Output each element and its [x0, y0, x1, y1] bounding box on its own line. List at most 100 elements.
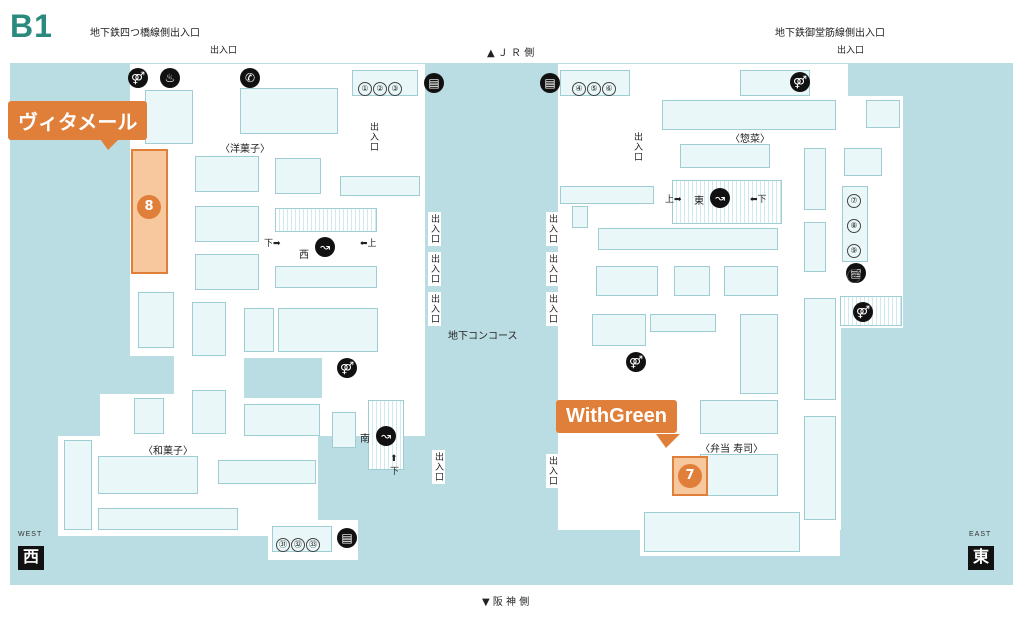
escalator-down-label: ⬅下 — [750, 195, 767, 205]
floor-label: B1 — [10, 8, 53, 44]
restroom-icon: ⚤ — [337, 358, 357, 378]
shop-block[interactable] — [332, 412, 356, 448]
exit-label-yotsubashi: 地下鉄四つ橋線側出入口 — [90, 28, 200, 39]
withgreen-pin[interactable]: 7 — [678, 464, 702, 488]
shop-block[interactable] — [134, 398, 164, 434]
shop-block[interactable] — [138, 292, 174, 348]
escalator-up-label: 上➡ — [665, 195, 682, 205]
hanshin-side-label: ▼ 阪 神 側 — [482, 597, 530, 608]
shop-block[interactable] — [244, 404, 320, 436]
shop-block[interactable] — [275, 266, 377, 288]
shop-block[interactable] — [596, 266, 658, 296]
shop-block[interactable] — [804, 298, 836, 400]
shop-block[interactable] — [700, 454, 778, 496]
shop-block[interactable] — [244, 308, 274, 352]
nursing-room-icon: ♨ — [160, 68, 180, 88]
east-english-label: EAST — [969, 531, 992, 538]
withgreen-callout[interactable]: WithGreen — [556, 400, 677, 433]
shop-block[interactable] — [866, 100, 900, 128]
exit-label: 出入口 — [546, 454, 559, 488]
exit-label: 出入口 — [631, 130, 644, 164]
shop-block[interactable] — [804, 416, 836, 520]
area-label-western-sweets: 〈洋菓子〉 — [220, 144, 270, 155]
elevator-number: ③ — [388, 82, 402, 96]
shop-block[interactable] — [195, 206, 259, 242]
area-label-japanese-sweets: 〈和菓子〉 — [143, 446, 193, 457]
shop-block[interactable] — [724, 266, 778, 296]
shop-block[interactable] — [218, 460, 316, 484]
shop-block[interactable] — [192, 390, 226, 434]
shop-block[interactable] — [98, 456, 198, 494]
shop-block[interactable] — [572, 206, 588, 228]
shop-block[interactable] — [680, 144, 770, 168]
exit-label: 出入口 — [428, 292, 441, 326]
escalator-west-label: 西 — [299, 250, 309, 261]
restroom-icon: ⚤ — [853, 302, 873, 322]
shop-block[interactable] — [195, 254, 259, 290]
shop-block[interactable] — [662, 100, 836, 130]
vitamail-pin[interactable]: 8 — [137, 195, 161, 219]
shop-block[interactable] — [195, 156, 259, 192]
elevator-number: ⑥ — [602, 82, 616, 96]
shop-block[interactable] — [598, 228, 778, 250]
elevator-icon: ▤ — [337, 528, 357, 548]
shop-block[interactable] — [192, 302, 226, 356]
area-label-deli: 〈惣菜〉 — [730, 134, 770, 145]
escalator-west-band — [275, 208, 377, 232]
exit-label: 出入口 — [428, 212, 441, 246]
exit-label: 出入口 — [546, 252, 559, 286]
elevator-number: ② — [373, 82, 387, 96]
vitamail-callout[interactable]: ヴィタメール — [8, 101, 148, 140]
vitamail-callout-pointer — [98, 136, 122, 150]
shop-block[interactable] — [240, 88, 338, 134]
shop-block[interactable] — [340, 176, 420, 196]
elevator-number: ㉜ — [291, 538, 305, 552]
shop-block[interactable] — [674, 266, 710, 296]
shop-block[interactable] — [740, 314, 778, 394]
elevator-number: ⑦ — [847, 194, 861, 208]
exit-label: 出入口 — [546, 212, 559, 246]
shop-block[interactable] — [98, 508, 238, 530]
elevator-number: ⑨ — [847, 244, 861, 258]
shop-block[interactable] — [592, 314, 646, 346]
exit-label: 出入口 — [428, 252, 441, 286]
elevator-number: ⑧ — [847, 219, 861, 233]
restroom-icon: ⚤ — [626, 352, 646, 372]
elevator-number: ㉛ — [276, 538, 290, 552]
east-direction-marker: 東 — [968, 546, 994, 570]
shop-block[interactable] — [145, 90, 193, 144]
elevator-number: ⑩ — [847, 269, 861, 283]
down-text: 下 — [264, 239, 274, 249]
shop-block[interactable] — [64, 440, 92, 530]
exit-label: 出入口 — [367, 120, 380, 154]
exit-label-midosuji: 地下鉄御堂筋線側出入口 — [775, 28, 885, 39]
west-direction-marker: 西 — [18, 546, 44, 570]
void-area — [244, 358, 322, 398]
exit-label: 出入口 — [432, 450, 445, 484]
shop-block[interactable] — [644, 512, 800, 552]
area-label-bento: 〈弁当 寿司〉 — [700, 444, 764, 455]
escalator-icon: ↝ — [315, 237, 335, 257]
down-text: 下 — [390, 467, 400, 477]
west-english-label: WEST — [18, 531, 43, 538]
shop-block[interactable] — [804, 148, 826, 210]
elevator-icon: ▤ — [540, 73, 560, 93]
escalator-icon: ↝ — [710, 188, 730, 208]
shop-block[interactable] — [700, 400, 778, 434]
escalator-up-label: ⬅上 — [360, 239, 377, 249]
up-text: 上 — [665, 195, 675, 205]
escalator-down-label: 下➡ — [264, 239, 281, 249]
map-edge — [5, 63, 10, 585]
up-text: 上 — [367, 239, 377, 249]
shop-block[interactable] — [650, 314, 716, 332]
exit-label: 出入口 — [546, 292, 559, 326]
shop-block[interactable] — [844, 148, 882, 176]
shop-block[interactable] — [560, 186, 654, 204]
exit-gap — [208, 64, 233, 70]
void-area — [130, 356, 174, 394]
shop-block[interactable] — [275, 158, 321, 194]
shop-block[interactable] — [278, 308, 378, 352]
shop-block[interactable] — [804, 222, 826, 272]
